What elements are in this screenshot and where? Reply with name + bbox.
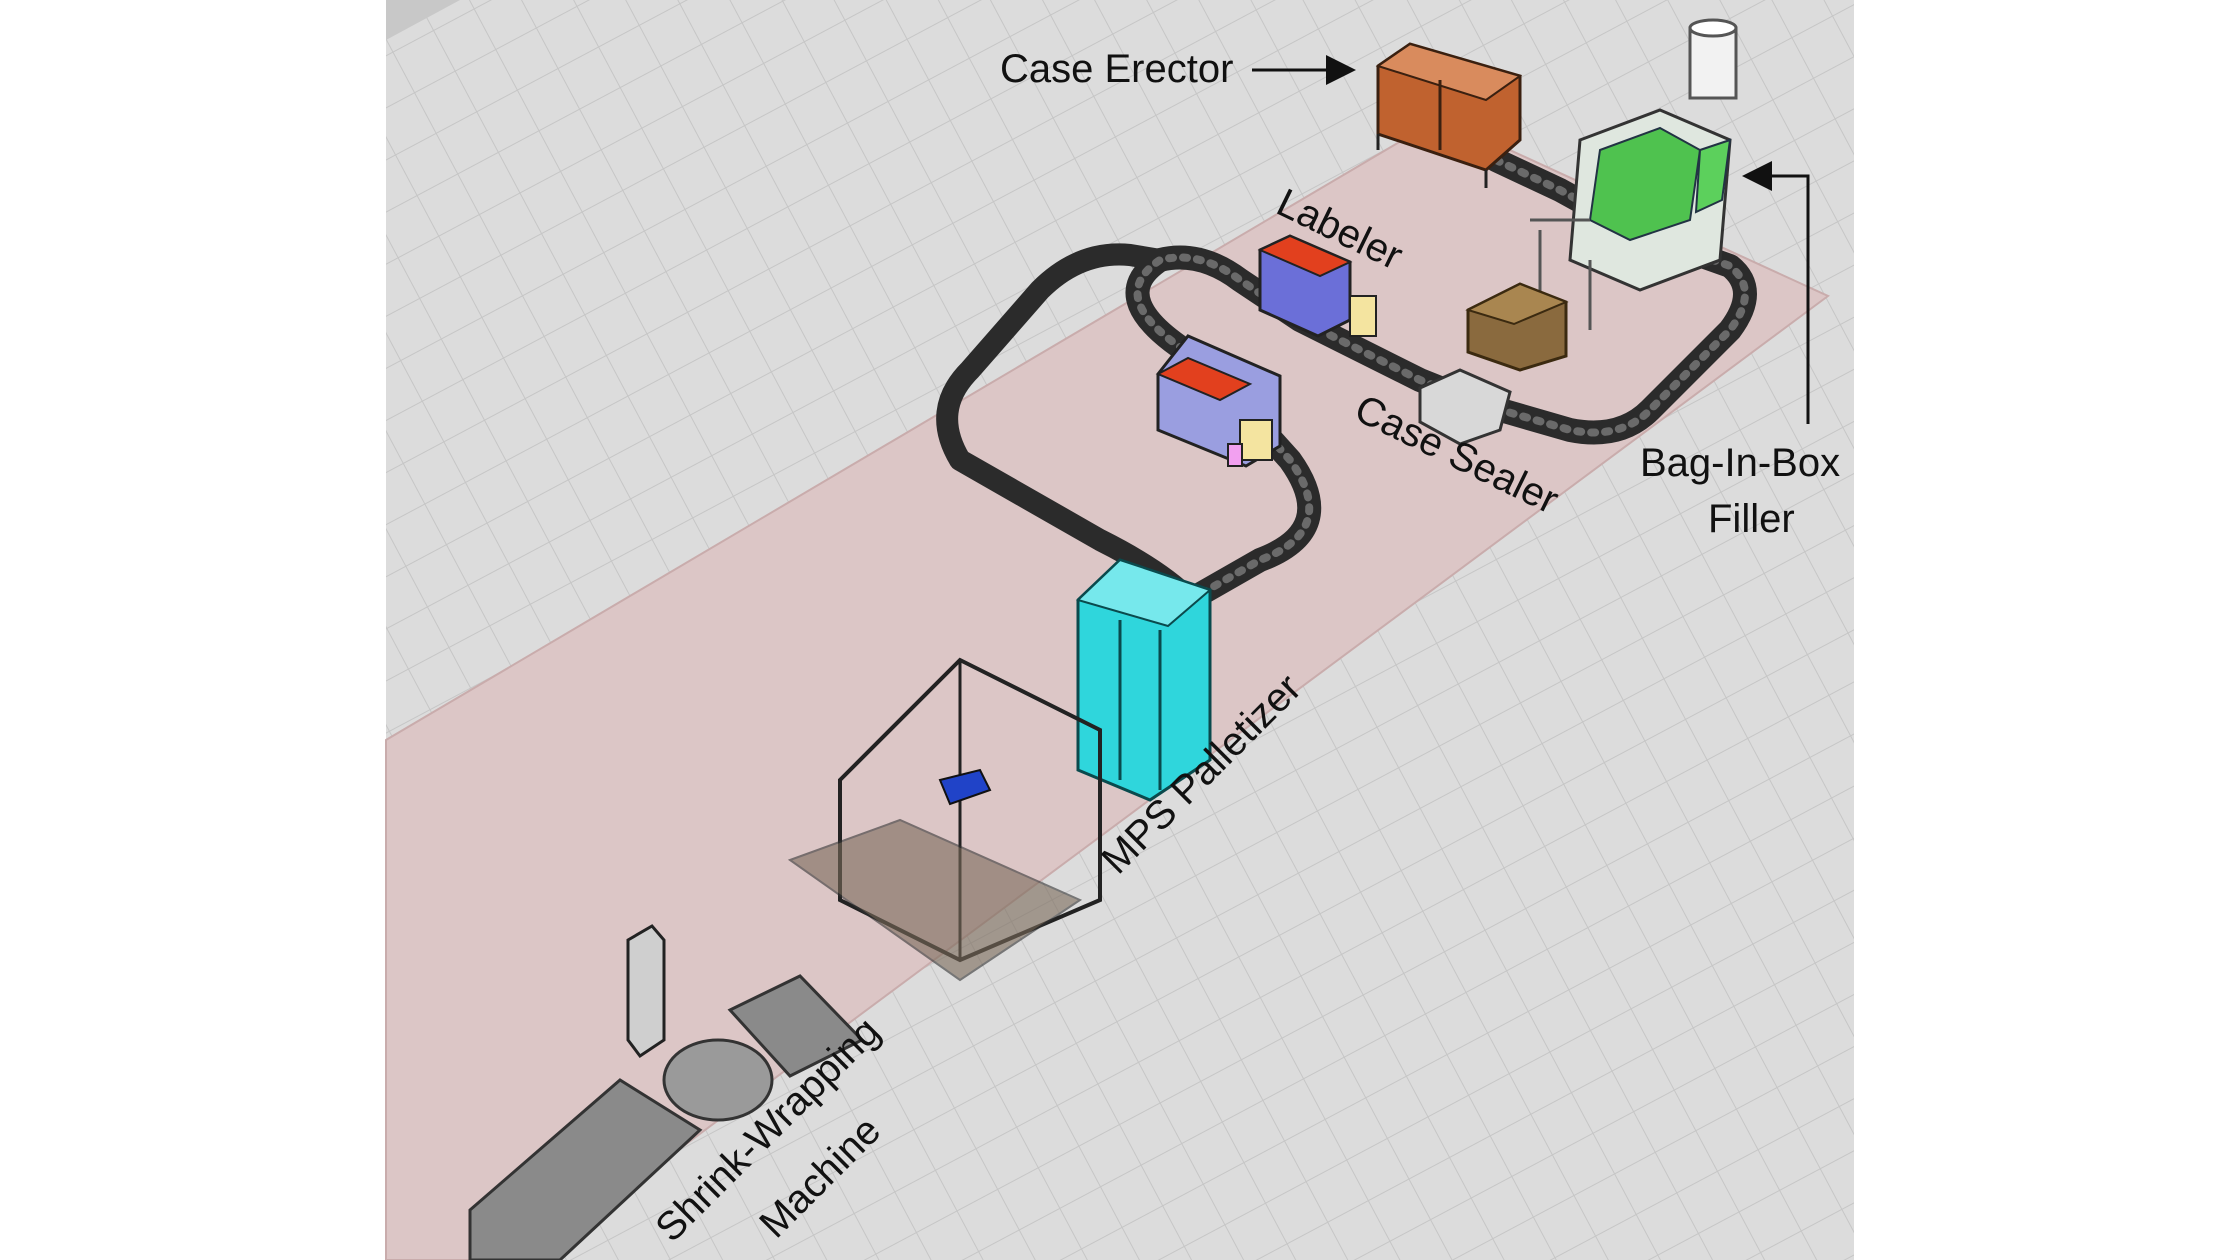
label-case-erector: Case Erector <box>1000 47 1233 91</box>
shrink-wrapping-machine <box>468 924 865 1260</box>
floor-corner-shade <box>386 0 460 40</box>
label-bag-in-box-line1: Bag-In-Box <box>1640 441 1840 485</box>
label-bag-in-box-line2: Filler <box>1708 497 1795 541</box>
conveyor <box>936 148 1757 612</box>
case-sealer-machine <box>1418 282 1569 446</box>
case-erector-machine <box>1375 42 1523 188</box>
mps-palletizer-machine <box>787 558 1212 982</box>
bag-in-box-arrow <box>1742 161 1810 424</box>
labeler-machine-2 <box>1155 334 1282 468</box>
labeler-machine <box>1257 234 1377 338</box>
bag-in-box-filler-machine <box>1530 18 1738 330</box>
